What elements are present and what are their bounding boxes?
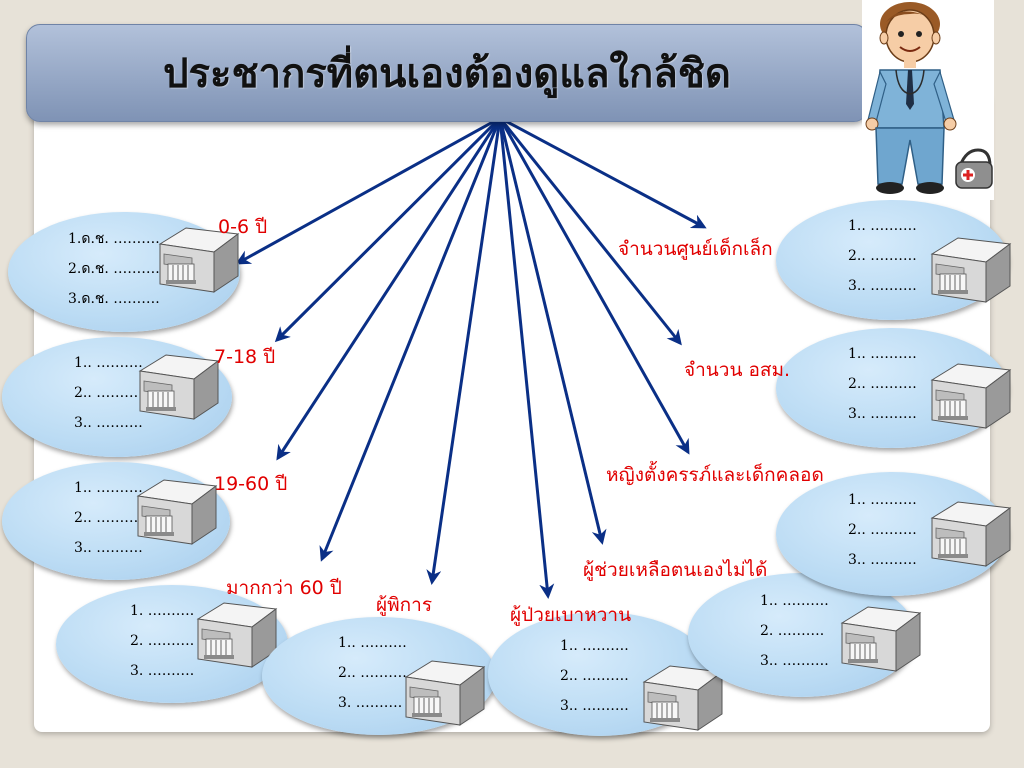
building-icon [642,665,724,731]
node-item: 3.. ………. [74,415,143,431]
arrow-7 [498,117,690,455]
node-item: 1.. ………. [74,480,143,496]
group-label-1: 7-18 ปี [214,346,276,368]
node-item: 1.. ………. [848,346,917,362]
building-icon [404,660,486,726]
arrow-0 [235,116,501,265]
group-node-2: 1.. ………. 2.. ………. 3.. ………. [2,462,230,580]
group-node-9: 1.. ………. 2.. ………. 3.. ………. [776,200,1012,320]
node-item: 2.. ………. [338,665,407,681]
arrow-8 [498,117,682,346]
group-node-5: 1.. ………. 2.. ………. 3.. ………. [488,612,724,736]
arrow-5 [498,117,555,599]
node-item: 2. ………. [760,623,825,639]
building-icon [158,227,240,293]
group-label-8: จำนวน อสม. [684,359,791,381]
group-node-4: 1.. ………. 2.. ………. 3. ………. [262,617,496,735]
building-icon [136,479,218,545]
arrow-3 [319,117,502,562]
group-node-6: 1.. ………. 2. ………. 3.. ………. [688,573,922,697]
node-item: 1.. ………. [560,638,629,654]
group-label-0: 0-6 ปี [218,216,268,238]
title-banner: ประชากรที่ตนเองต้องดูแลใกล้ชิด [26,24,868,122]
node-item: 2.. ………. [74,510,143,526]
node-item: 2.. ………. [848,376,917,392]
building-icon [138,354,220,420]
group-label-9: จำนวนศูนย์เด็กเล็ก [618,238,773,260]
arrow-9 [499,116,707,229]
node-item: 3.ด.ช. ………. [68,291,160,307]
node-item: 1.. ………. [848,492,917,508]
node-item: 3.. ………. [560,698,629,714]
group-label-5: ผู้ป่วยเบาหวาน [510,604,632,626]
arrow-4 [426,117,502,585]
node-item: 3.. ………. [848,278,917,294]
group-label-4: ผู้พิการ [376,594,433,616]
group-label-7: หญิงตั้งครรภ์และเด็กคลอด [606,464,824,486]
node-item: 3. ………. [130,663,195,679]
node-item: 2.. ………. [560,668,629,684]
group-node-8: 1.. ………. 2.. ………. 3.. ………. [776,328,1012,448]
node-item: 1.. ………. [338,635,407,651]
node-item: 2.. ………. [74,385,143,401]
group-label-6: ผู้ช่วยเหลือตนเองไม่ได้ [583,559,768,581]
node-item: 1.. ………. [74,355,143,371]
node-item: 2. ………. [130,633,195,649]
group-label-2: 19-60 ปี [214,473,288,495]
node-item: 2.ด.ช. ………. [68,261,160,277]
node-item: 2.. ………. [848,522,917,538]
node-item: 3.. ………. [848,552,917,568]
node-item: 3.. ………. [760,653,829,669]
group-label-3: มากกว่า 60 ปี [226,577,342,599]
page-title: ประชากรที่ตนเองต้องดูแลใกล้ชิด [163,51,731,97]
group-node-0: 1.ด.ช. ………. 2.ด.ช. ………. 3.ด.ช. ………. [8,212,240,332]
arrow-6 [498,117,607,545]
node-item: 2.. ………. [848,248,917,264]
node-item: 1.. ………. [760,593,829,609]
building-icon [930,363,1012,429]
group-node-7: 1.. ………. 2.. ………. 3.. ………. [776,472,1012,596]
building-icon [930,501,1012,567]
node-item: 3.. ………. [74,540,143,556]
arrow-2 [276,117,502,461]
arrow-1 [274,116,502,343]
group-node-1: 1.. ………. 2.. ………. 3.. ………. [2,337,232,457]
node-item: 3.. ………. [848,406,917,422]
node-item: 1.ด.ช. ………. [68,231,160,247]
node-item: 1.. ………. [848,218,917,234]
building-icon [840,606,922,672]
node-item: 1. ………. [130,603,195,619]
node-item: 3. ………. [338,695,403,711]
doctor-illustration [862,0,994,200]
building-icon [930,237,1012,303]
